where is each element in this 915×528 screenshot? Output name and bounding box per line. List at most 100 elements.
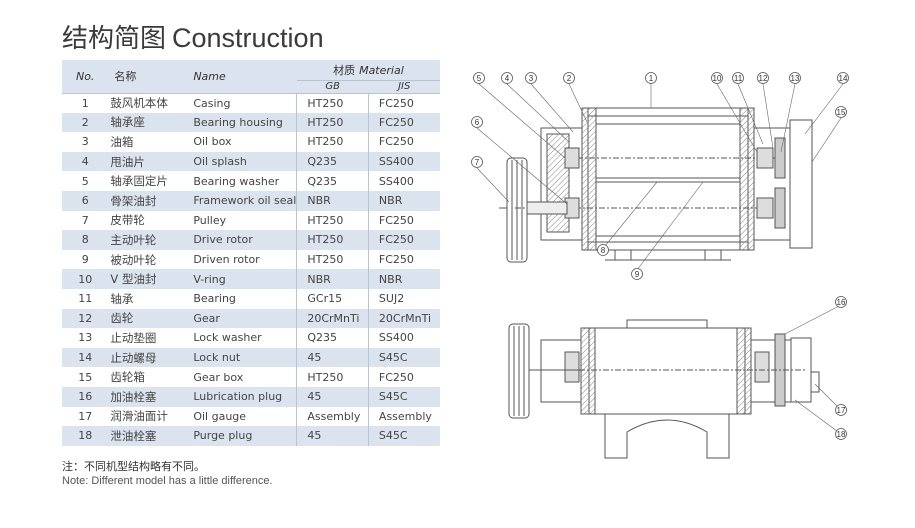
callout-17: 17: [835, 404, 847, 416]
cell-jis: S45C: [367, 347, 440, 368]
left-oil-box: [540, 127, 583, 241]
callout-number: 1: [649, 74, 654, 83]
bottom-casing: [588, 327, 746, 415]
header-material-en: Material: [359, 63, 404, 77]
cell-no: 3: [81, 135, 89, 149]
header-no: No.: [62, 60, 109, 94]
cell-no: 4: [62, 151, 109, 172]
title-cn: 结构简图: [62, 24, 167, 54]
cell-jis: 20CrMnTi: [367, 308, 440, 329]
cell-no: 18: [62, 426, 109, 446]
cell-gb: HT250: [296, 132, 369, 152]
note-cn: 注：不同机型结构略有不同。: [62, 460, 205, 473]
callout-13: 13: [789, 72, 801, 84]
cell-cn: 油箱: [110, 134, 134, 149]
cell-en: Bearing washer: [193, 174, 280, 188]
callout-number: 7: [475, 158, 480, 167]
callout-number: 11: [734, 74, 743, 83]
callout-number: 12: [759, 74, 768, 83]
cell-jis: FC250: [367, 249, 440, 270]
cell-gb: NBR: [296, 190, 369, 211]
cell-cn: 齿轮: [108, 308, 188, 329]
cell-en: Bearing housing: [187, 112, 297, 133]
cell-cn: 止动螺母: [108, 347, 188, 368]
cell-no: 2: [62, 112, 109, 133]
cell-en: Oil splash: [187, 151, 297, 172]
cell-jis: SS400: [367, 171, 440, 191]
cell-jis: FC250: [367, 132, 440, 152]
cell-no: 11: [78, 292, 93, 306]
cell-en: Lock washer: [193, 331, 262, 345]
cell-en: Pulley: [193, 213, 227, 227]
cell-jis: NBR: [367, 269, 440, 289]
cell-cn: 皮带轮: [110, 213, 145, 228]
cell-no: 5: [81, 174, 89, 188]
callout-5: 5: [473, 72, 485, 84]
cell-gb: 45: [296, 386, 369, 407]
callout-18: 18: [835, 428, 847, 440]
cell-en: V-ring: [187, 269, 297, 289]
cell-cn: 鼓风机本体: [110, 96, 168, 111]
callout-15: 15: [835, 106, 847, 118]
callout-number: 18: [837, 430, 846, 439]
cell-gb: Q235: [296, 328, 369, 348]
cell-jis: S45C: [367, 386, 440, 407]
gear-box: [789, 119, 813, 249]
cell-cn: 主动叶轮: [108, 230, 188, 250]
cell-no: 6: [62, 190, 109, 211]
callout-4: 4: [501, 72, 513, 84]
callout-9: 9: [631, 268, 643, 280]
cell-gb: Q235: [296, 151, 369, 172]
cell-gb: 45: [296, 347, 369, 368]
callout-1: 1: [645, 72, 657, 84]
cell-gb: GCr15: [296, 288, 369, 309]
cell-jis: FC250: [367, 210, 440, 231]
cell-jis: S45C: [367, 426, 440, 446]
drive-rotor: [595, 123, 741, 179]
cell-cn: 被动叶轮: [110, 252, 157, 267]
cell-no: 16: [62, 386, 109, 407]
cell-jis: FC250: [367, 93, 440, 113]
cell-jis: SS400: [367, 151, 440, 172]
pulley: [499, 157, 528, 263]
callout-3: 3: [525, 72, 537, 84]
callout-12: 12: [757, 72, 769, 84]
cell-gb: HT250: [296, 93, 369, 113]
cell-en: Oil gauge: [193, 409, 247, 423]
header-gb: GB: [296, 79, 369, 94]
cell-cn: 轴承座: [108, 112, 188, 133]
callout-number: 3: [529, 74, 534, 83]
cell-jis: SS400: [367, 328, 440, 348]
cell-jis: FC250: [367, 367, 440, 387]
cell-no: 7: [81, 213, 89, 227]
cell-en: Oil box: [193, 135, 232, 149]
callout-number: 8: [601, 246, 606, 255]
cell-en: Gear: [187, 308, 297, 329]
header-jis: JIS: [368, 79, 440, 94]
cell-no: 14: [62, 347, 109, 368]
gear-upper: [774, 137, 786, 179]
callout-2: 2: [563, 72, 575, 84]
cell-no: 8: [62, 230, 109, 250]
callout-number: 16: [837, 298, 846, 307]
cell-gb: NBR: [296, 269, 369, 289]
gear-lower: [774, 187, 786, 229]
cell-gb: 20CrMnTi: [296, 308, 369, 329]
cell-jis: NBR: [367, 190, 440, 211]
cell-gb: Q235: [296, 171, 369, 191]
cell-en: Drive rotor: [187, 230, 297, 250]
callout-6: 6: [471, 116, 483, 128]
